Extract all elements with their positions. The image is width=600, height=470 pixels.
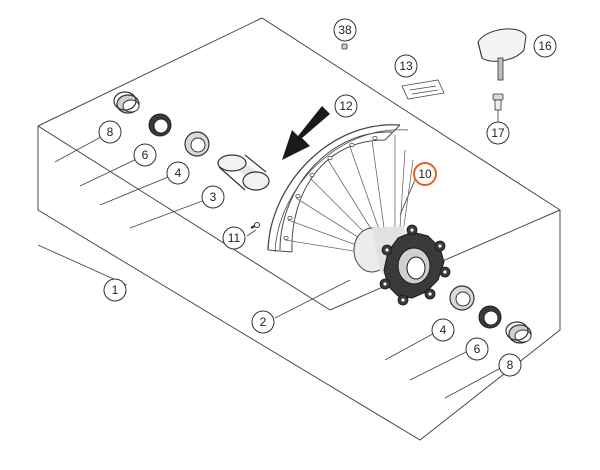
callout-8-right-label: 8 bbox=[507, 358, 514, 372]
wheel-hub bbox=[353, 224, 451, 306]
callout-10-label: 10 bbox=[418, 167, 432, 181]
callout-4-right[interactable]: 4 bbox=[431, 318, 455, 342]
callout-8-left-label: 8 bbox=[107, 125, 114, 139]
callout-2-label: 2 bbox=[260, 315, 267, 329]
callout-38-label: 38 bbox=[338, 23, 352, 37]
right-spacer-8 bbox=[505, 321, 532, 344]
callout-6-left-label: 6 bbox=[142, 148, 149, 162]
callout-17-label: 17 bbox=[491, 126, 505, 140]
left-bearing-4 bbox=[184, 131, 210, 157]
callout-16[interactable]: 16 bbox=[533, 34, 557, 58]
callout-8-left[interactable]: 8 bbox=[98, 120, 122, 144]
callout-1-label: 1 bbox=[112, 283, 119, 297]
left-seal-6 bbox=[148, 113, 172, 137]
callout-1[interactable]: 1 bbox=[103, 278, 127, 302]
valve-cap-38 bbox=[341, 43, 348, 50]
wheel-rim-2 bbox=[267, 124, 409, 253]
assembly-frame bbox=[37, 17, 561, 441]
callout-8-right[interactable]: 8 bbox=[498, 353, 522, 377]
callout-2[interactable]: 2 bbox=[251, 310, 275, 334]
screw-11 bbox=[250, 222, 260, 229]
label-13 bbox=[401, 79, 445, 100]
right-bearing-4 bbox=[449, 285, 475, 311]
right-seal-6 bbox=[478, 305, 502, 329]
callout-13-label: 13 bbox=[399, 59, 413, 73]
callout-4-left[interactable]: 4 bbox=[166, 161, 190, 185]
callout-3[interactable]: 3 bbox=[201, 185, 225, 209]
callout-6-left[interactable]: 6 bbox=[133, 143, 157, 167]
distance-sleeve-3 bbox=[217, 154, 270, 191]
callout-10-highlighted[interactable]: 10 bbox=[413, 162, 437, 186]
callout-13[interactable]: 13 bbox=[394, 54, 418, 78]
rim-lock-16 bbox=[477, 28, 527, 81]
callout-11[interactable]: 11 bbox=[222, 226, 246, 250]
callout-12[interactable]: 12 bbox=[334, 94, 358, 118]
callout-11-label: 11 bbox=[228, 231, 241, 245]
callout-4-left-label: 4 bbox=[175, 166, 182, 180]
callout-3-label: 3 bbox=[210, 190, 217, 204]
left-seal-8 bbox=[113, 91, 140, 114]
rim-lock-nut-17 bbox=[492, 93, 504, 111]
callout-12-label: 12 bbox=[339, 99, 353, 113]
callout-6-right-label: 6 bbox=[474, 342, 481, 356]
callout-38[interactable]: 38 bbox=[333, 18, 357, 42]
rotation-direction-arrow-icon bbox=[282, 106, 330, 160]
callout-16-label: 16 bbox=[538, 39, 552, 53]
callout-17[interactable]: 17 bbox=[486, 121, 510, 145]
callout-4-right-label: 4 bbox=[440, 323, 447, 337]
callout-6-right[interactable]: 6 bbox=[465, 337, 489, 361]
